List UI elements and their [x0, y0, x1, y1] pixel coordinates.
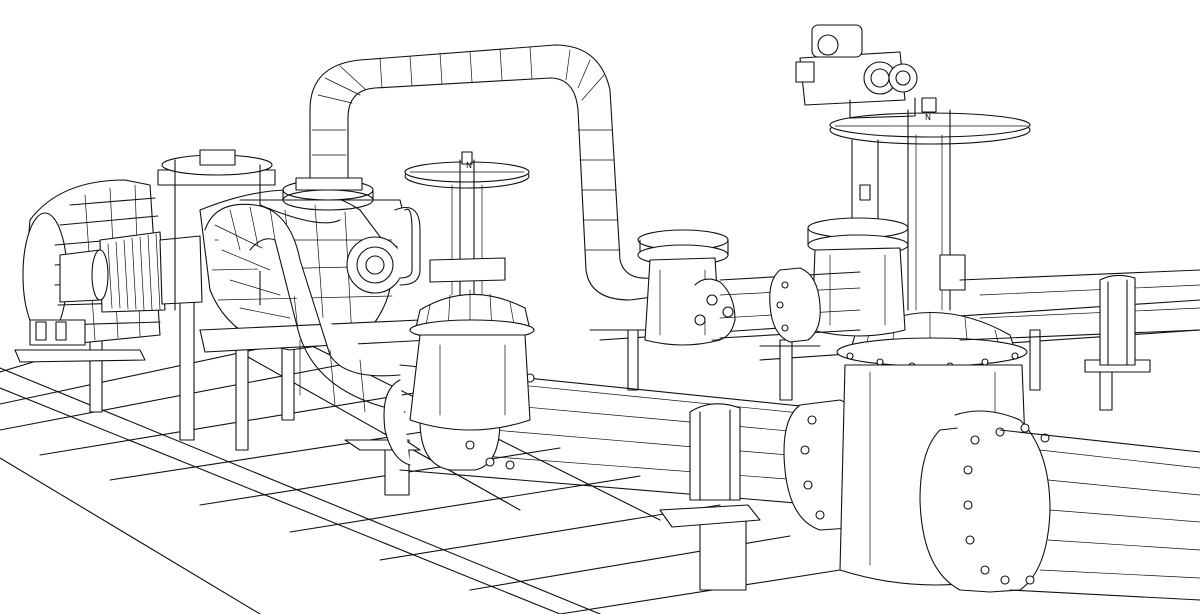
rear-header-pipe	[719, 267, 1200, 366]
overhead-loop-pipe	[295, 44, 661, 301]
shaft-coupling	[59, 231, 203, 313]
check-valve-rear	[637, 217, 909, 346]
valve-label-right: N	[925, 113, 931, 122]
curved-suction-pipe	[204, 203, 406, 413]
valve-actuator-gearbox	[795, 24, 918, 231]
outlet-flange-front	[919, 410, 1200, 601]
gate-valve-center: N	[404, 151, 535, 431]
valve-label-center: N	[466, 161, 472, 170]
